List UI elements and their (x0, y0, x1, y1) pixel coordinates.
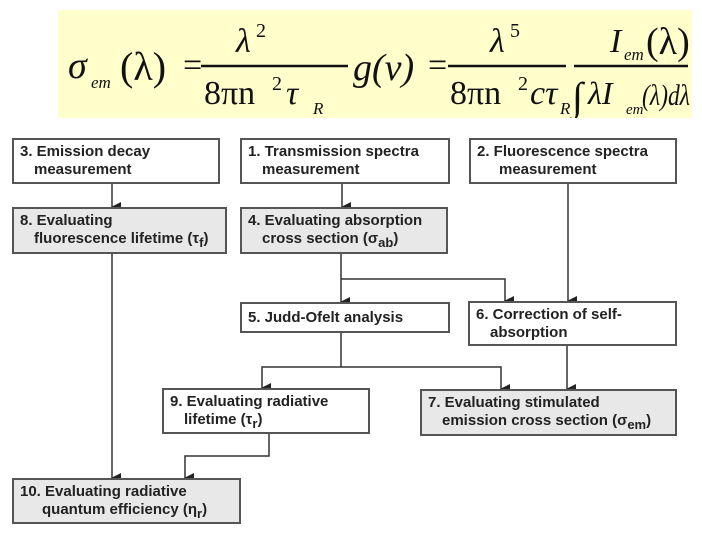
formula-lhs-arg: (λ) (120, 44, 166, 89)
arrow-9-to-10 (184, 433, 270, 483)
frac3-den-lambda-I: λI (587, 75, 614, 111)
step-3-line1: 3. Emission decay (20, 143, 151, 160)
frac2-num-sup: 5 (510, 20, 520, 42)
frac2-num: λ (489, 23, 505, 60)
step-10-subscript: r (197, 506, 203, 521)
step-6-line2: absorption (490, 324, 568, 341)
step-10-quantum-efficiency: 10. Evaluating radiative quantum efficie… (12, 478, 241, 524)
step-7-subscript: em (627, 417, 647, 432)
frac3-den-arg: (λ)dλ (642, 79, 690, 112)
step-4-subscript: ab (378, 235, 394, 250)
arrow-4-to-6 (341, 278, 514, 306)
formula-eq1: = (183, 47, 202, 84)
formula-graphic: σ em (λ) = λ 2 8πn 2 τ R g(ν) = λ 5 8πn … (68, 20, 690, 118)
frac3-num-I: I (609, 23, 623, 60)
step-7-line1: 7. Evaluating stimulated (428, 394, 600, 411)
emission-cross-section-formula: σ em (λ) = λ 2 8πn 2 τ R g(ν) = λ 5 8πn … (58, 10, 692, 118)
step-3-emission-decay: 3. Emission decay measurement (12, 138, 220, 184)
frac3-num-sub: em (624, 45, 644, 64)
step-9-line1: 9. Evaluating radiative (170, 393, 329, 410)
step-5-judd-ofelt: 5. Judd-Ofelt analysis (240, 302, 450, 333)
step-1-line1: 1. Transmission spectra (248, 143, 419, 160)
step-10-line1: 10. Evaluating radiative (20, 483, 187, 500)
frac3-den-integral: ∫ (569, 74, 586, 118)
step-4-absorption-cross-section: 4. Evaluating absorption cross section (… (240, 207, 448, 254)
step-9-line2: lifetime (τr) (184, 411, 263, 431)
formula-g-term: g(ν) (353, 47, 414, 89)
step-7-stimulated-emission-cross-section: 7. Evaluating stimulated emission cross … (420, 389, 677, 436)
step-9-subscript: r (252, 416, 258, 431)
step-8-line2: fluorescence lifetime (τf) (34, 230, 209, 250)
step-2-fluorescence-spectra: 2. Fluorescence spectra measurement (469, 138, 677, 184)
frac1-den-tau: τ (286, 75, 300, 112)
frac1-den-tau-sub: R (312, 99, 324, 118)
step-6-self-absorption-correction: 6. Correction of self- absorption (468, 301, 677, 346)
step-8-subscript: f (199, 235, 204, 250)
arrow-5-to-7 (341, 366, 510, 394)
frac1-den: 8πn (204, 75, 255, 112)
step-10-line2: quantum efficiency (ηr) (42, 501, 208, 521)
formula-sigma-sub: em (91, 73, 111, 92)
frac1-num: λ (235, 23, 251, 60)
step-4-line2: cross section (σab) (262, 230, 399, 250)
step-1-line2: measurement (262, 161, 360, 178)
arrow-5-to-9 (261, 366, 341, 393)
formula-sigma: σ (68, 45, 88, 87)
step-7-line2: emission cross section (σem) (442, 412, 652, 432)
step-1-transmission-spectra: 1. Transmission spectra measurement (240, 138, 450, 184)
frac2-den: 8πn (450, 75, 501, 112)
step-2-line2: measurement (499, 161, 597, 178)
frac3-den-sub: em (626, 102, 644, 118)
frac2-den-sup: 2 (518, 73, 528, 95)
step-5-line1: 5. Judd-Ofelt analysis (248, 309, 404, 326)
step-8-line1: 8. Evaluating (20, 212, 113, 229)
step-4-line1: 4. Evaluating absorption (248, 212, 423, 229)
formula-eq2: = (428, 47, 447, 84)
frac2-den-ctau: cτ (530, 75, 559, 112)
step-9-radiative-lifetime: 9. Evaluating radiative lifetime (τr) (162, 388, 370, 434)
frac1-den-sup: 2 (272, 73, 282, 95)
frac3-num-arg: (λ) (646, 21, 690, 63)
step-8-fluorescence-lifetime: 8. Evaluating fluorescence lifetime (τf) (12, 207, 227, 254)
step-3-line2: measurement (34, 161, 132, 178)
frac1-num-sup: 2 (256, 20, 266, 42)
step-2-line1: 2. Fluorescence spectra (477, 143, 648, 160)
frac2-den-tau-sub: R (559, 99, 571, 118)
step-6-line1: 6. Correction of self- (476, 306, 622, 323)
